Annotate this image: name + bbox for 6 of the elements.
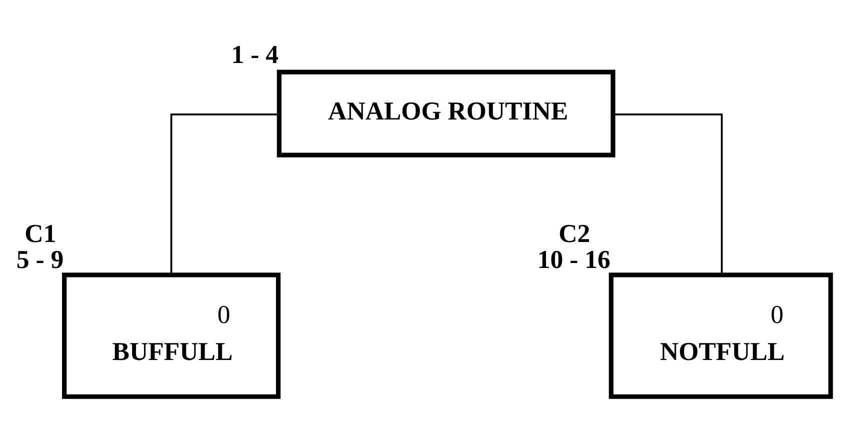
node-box: 0 NOTFULL (608, 272, 833, 399)
node-box: 0 BUFFULL (62, 272, 281, 399)
node-box: ANALOG ROUTINE (276, 70, 616, 158)
connector (170, 114, 280, 275)
connector (614, 114, 723, 275)
node-label: 1 - 4 (231, 40, 279, 70)
